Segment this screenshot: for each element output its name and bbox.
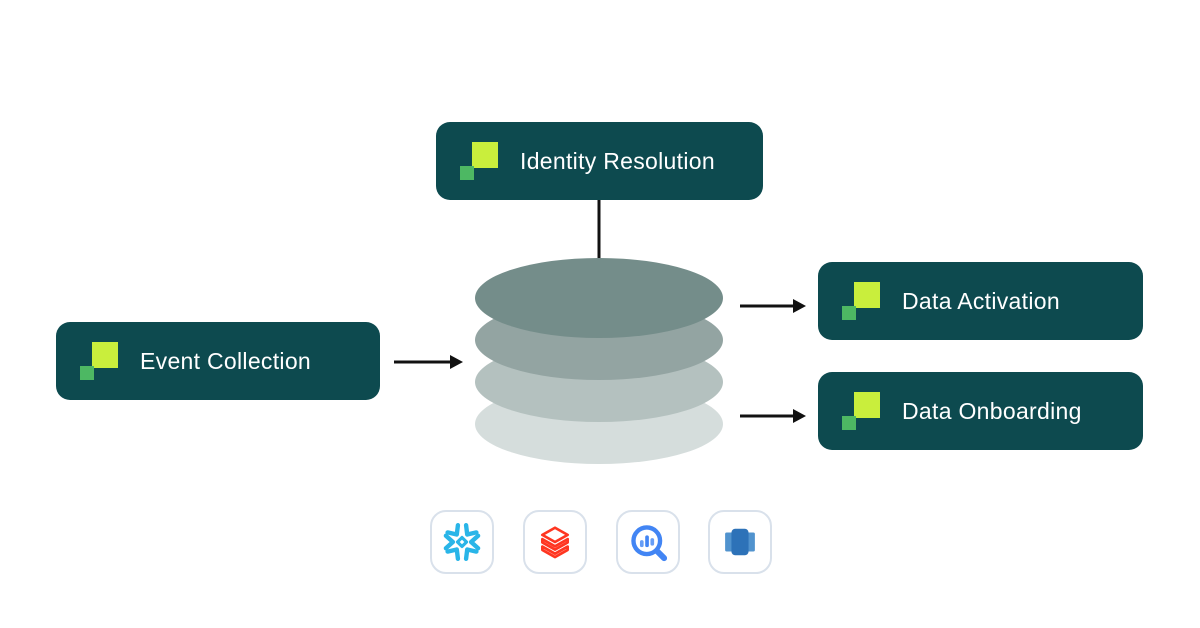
warehouse-tile-redshift — [708, 510, 772, 574]
brand-logo-icon — [842, 392, 880, 430]
logo-square-lime — [854, 392, 880, 418]
node-identity-resolution: Identity Resolution — [436, 122, 763, 200]
node-label-data-onboarding: Data Onboarding — [902, 397, 1082, 424]
databricks-icon — [540, 526, 570, 559]
brand-logo-icon — [842, 282, 880, 320]
warehouse-tile-bigquery — [616, 510, 680, 574]
logo-square-lime — [854, 282, 880, 308]
brand-logo-icon — [80, 342, 118, 380]
bigquery-icon — [631, 525, 668, 562]
node-event-collection: Event Collection — [56, 322, 380, 400]
arrow-warehouse-to-onboarding — [740, 409, 806, 423]
node-label-identity-resolution: Identity Resolution — [520, 147, 715, 174]
node-label-event-collection: Event Collection — [140, 347, 311, 374]
redshift-icon — [725, 528, 755, 556]
warehouse-tile-snowflake — [430, 510, 494, 574]
logo-square-green — [842, 306, 856, 320]
node-data-activation: Data Activation — [818, 262, 1143, 340]
logo-square-green — [80, 366, 94, 380]
node-label-data-activation: Data Activation — [902, 287, 1060, 314]
brand-logo-icon — [460, 142, 498, 180]
arrow-event-to-warehouse — [394, 355, 463, 369]
logo-square-lime — [472, 142, 498, 168]
node-data-onboarding: Data Onboarding — [818, 372, 1143, 450]
logo-square-green — [842, 416, 856, 430]
logo-square-green — [460, 166, 474, 180]
arrow-warehouse-to-activation — [740, 299, 806, 313]
snowflake-icon — [443, 523, 481, 561]
cylinder-layer-1 — [475, 258, 723, 338]
warehouse-tile-databricks — [523, 510, 587, 574]
logo-square-lime — [92, 342, 118, 368]
